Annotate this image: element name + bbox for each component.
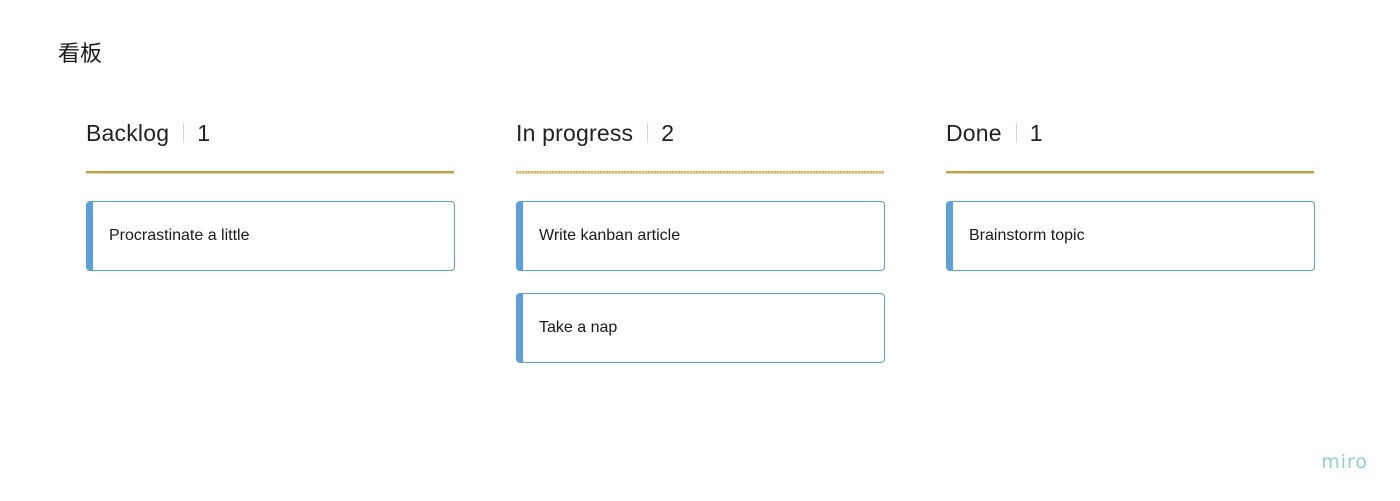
card-text: Brainstorm topic	[969, 227, 1085, 244]
card-text: Procrastinate a little	[109, 227, 250, 244]
column-count: 2	[661, 119, 675, 146]
card[interactable]: Brainstorm topic	[946, 201, 1315, 271]
column-header[interactable]: Backlog 1	[86, 116, 454, 150]
column-count: 1	[197, 119, 211, 146]
card-list: Brainstorm topic	[946, 201, 1315, 271]
column-divider	[1015, 123, 1017, 143]
card[interactable]: Take a nap	[516, 293, 885, 363]
column-rule	[86, 171, 454, 174]
miro-logo: miro	[1321, 451, 1368, 473]
column-title: Done	[946, 119, 1002, 146]
column-header[interactable]: Done 1	[946, 116, 1314, 150]
column-backlog: Backlog 1 Procrastinate a little	[86, 116, 455, 293]
column-in-progress: In progress 2 Write kanban article Take …	[516, 116, 885, 385]
card-text: Write kanban article	[539, 227, 681, 244]
column-count: 1	[1029, 119, 1043, 146]
column-title: Backlog	[86, 119, 170, 146]
card[interactable]: Procrastinate a little	[86, 201, 455, 271]
column-header[interactable]: In progress 2	[516, 116, 884, 150]
board-title[interactable]: 看板	[58, 42, 103, 67]
column-divider	[183, 123, 185, 143]
card[interactable]: Write kanban article	[516, 201, 885, 271]
card-list: Procrastinate a little	[86, 201, 455, 271]
column-done: Done 1 Brainstorm topic	[946, 116, 1315, 293]
column-divider	[647, 123, 649, 143]
column-rule	[946, 171, 1314, 174]
card-text: Take a nap	[539, 319, 618, 336]
column-rule	[516, 171, 884, 174]
column-title: In progress	[516, 119, 634, 146]
card-list: Write kanban article Take a nap	[516, 201, 885, 363]
